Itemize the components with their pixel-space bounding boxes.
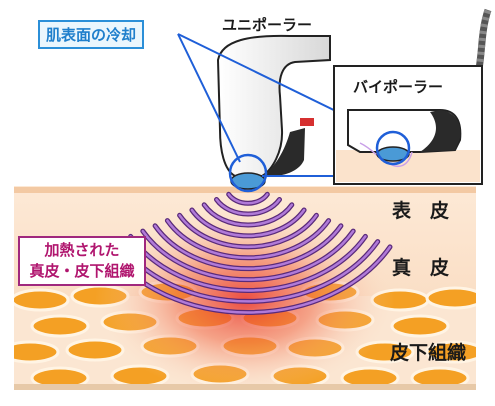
- rf-wave: [166, 219, 330, 259]
- fat-cell: [30, 366, 90, 386]
- rf-wave: [178, 214, 318, 249]
- unipolar-tip-highlight: [228, 153, 268, 193]
- bipolar-label: バイポーラー: [353, 78, 444, 96]
- cooling-label: 肌表面の冷却: [38, 20, 145, 49]
- rf-wave: [190, 208, 306, 238]
- fat-cell: [410, 366, 470, 386]
- heated-tissue-label: 加熱された 真皮・皮下組織: [18, 236, 146, 286]
- heated-zone: [95, 205, 395, 386]
- heated-tissue-label-line1: 加熱された: [44, 241, 120, 259]
- subcutis-label: 皮下組織: [390, 342, 467, 364]
- bipolar-dark-panel: [420, 110, 461, 152]
- epidermis-label: 表 皮: [392, 200, 450, 222]
- cooling-pointer-line-1: [177, 33, 241, 163]
- fat-cell: [14, 340, 60, 364]
- fat-cell: [14, 288, 70, 312]
- bipolar-field-lines: [359, 142, 413, 168]
- unipolar-label: ユニポーラー: [222, 16, 313, 34]
- tissue-bottom-edge: [14, 384, 476, 390]
- rf-waves: [103, 191, 393, 315]
- rf-wave: [227, 193, 269, 205]
- rf-wave: [215, 198, 281, 216]
- rf-wave: [141, 229, 355, 281]
- tissue-block: [14, 186, 476, 390]
- fat-cell: [425, 340, 476, 364]
- bipolar-inset: [333, 65, 483, 185]
- fat-cell: [340, 366, 400, 386]
- rf-wave: [117, 240, 379, 303]
- unipolar-indicator: [300, 118, 314, 126]
- bipolar-tip-highlight: [375, 130, 411, 166]
- fat-cell: [30, 314, 90, 338]
- rf-wave: [129, 235, 367, 292]
- heated-tissue-label-line2: 真皮・皮下組織: [29, 262, 135, 280]
- rf-wave: [153, 224, 343, 270]
- unipolar-dark-panel: [262, 128, 305, 177]
- unipolar-device: [216, 34, 331, 190]
- unipolar-body: [216, 34, 331, 177]
- fat-cell: [425, 286, 476, 310]
- dermis-label: 真 皮: [392, 257, 450, 279]
- fat-cell: [390, 314, 450, 338]
- rf-wave: [202, 203, 294, 227]
